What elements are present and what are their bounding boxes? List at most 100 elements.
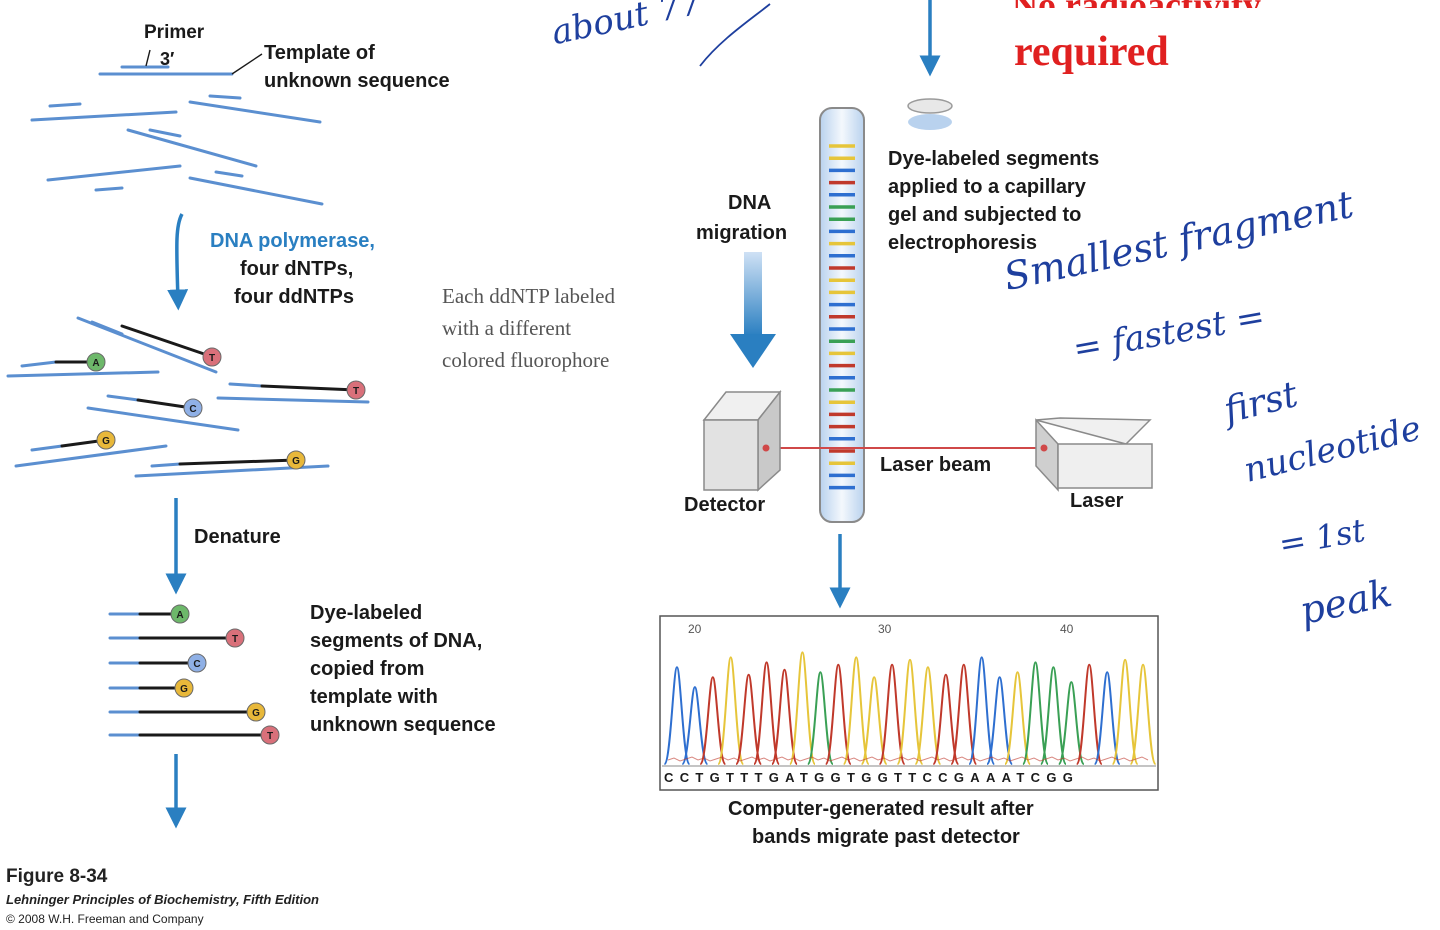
dye-g-circle — [96, 430, 116, 450]
dye-letter: A — [176, 610, 183, 621]
chromatogram-peak — [663, 666, 691, 765]
dye-t-circle — [225, 628, 245, 648]
laser-box — [1035, 417, 1153, 492]
dna-polymerase-label: DNA polymerase, — [210, 230, 375, 252]
capillary-tube — [819, 107, 865, 523]
chromatogram-peak — [770, 668, 799, 765]
base-call-sequence: CCTGTTTGATGGTGGTTCCGAAATCGG — [664, 770, 1080, 785]
capillary-note-line: Dye-labeled segments — [888, 148, 1100, 170]
dntps-label: four dNTPs, — [240, 258, 354, 280]
dye-letter: T — [209, 353, 215, 364]
primer-3prime-label: 3′ — [160, 49, 175, 69]
denature-label: Denature — [194, 526, 281, 548]
sample-droplet — [907, 98, 953, 130]
figure-copyright: © 2008 W.H. Freeman and Company — [6, 912, 204, 926]
chromatogram-peak — [735, 673, 763, 765]
capillary-note-line: gel and subjected to — [888, 204, 1082, 226]
chromatogram-peak — [1093, 671, 1121, 765]
capillary-note-line: applied to a capillary — [888, 176, 1086, 198]
result-line: unknown sequence — [310, 714, 496, 736]
chromatogram-peak — [1004, 671, 1032, 765]
dye-g-circle — [246, 702, 266, 722]
ddntps-label: four ddNTPs — [234, 286, 354, 308]
laser-beam-label: Laser beam — [880, 454, 992, 476]
result-line: segments of DNA, — [310, 630, 483, 652]
chromatogram-peak — [699, 676, 727, 765]
chromatogram-peak — [1057, 681, 1085, 765]
dye-letter: C — [193, 659, 200, 670]
ink-stroke — [699, 3, 771, 67]
chromatogram-peak — [914, 666, 942, 765]
dye-letter: G — [180, 684, 188, 695]
left-arrows — [165, 213, 189, 829]
detector-label: Detector — [684, 494, 766, 516]
dye-circles — [86, 347, 366, 745]
chromatogram-tick: 20 — [688, 622, 702, 636]
result-line: template with — [310, 686, 438, 708]
dye-letter: G — [252, 708, 260, 719]
chromatogram-peak — [681, 686, 709, 765]
chromatogram — [659, 615, 1159, 791]
primer-label: Primer — [144, 22, 205, 43]
dye-t-circle — [202, 347, 222, 367]
migration-arrow — [730, 252, 776, 368]
chromatogram-peak — [1039, 666, 1067, 765]
denatured-segments — [108, 612, 272, 737]
figure-book: Lehninger Principles of Biochemistry, Fi… — [6, 892, 319, 907]
chromatogram-peaks — [663, 651, 1157, 765]
dye-letter: C — [189, 404, 196, 415]
extended-strands — [6, 316, 370, 478]
capillary-note-line: electrophoresis — [888, 232, 1037, 254]
dye-a-circle — [86, 352, 106, 372]
primer-pointer — [145, 49, 151, 67]
chromatogram-peak — [717, 656, 745, 765]
dye-letter: G — [102, 436, 110, 447]
chromatogram-peak — [986, 676, 1014, 765]
dye-letter: T — [232, 634, 238, 645]
dye-c-circle — [183, 398, 203, 418]
capillary-bands — [829, 144, 855, 490]
result-line: copied from — [310, 658, 425, 680]
chromatogram-peak — [932, 673, 960, 765]
chromatogram-peak — [806, 671, 834, 765]
template-strands — [30, 65, 324, 206]
dye-t-circle — [346, 380, 366, 400]
chromatogram-peak — [1129, 663, 1157, 765]
detector-box — [702, 389, 782, 492]
template-label-line1: Template of — [264, 42, 375, 64]
chromatogram-peak — [1075, 663, 1103, 765]
result-line: Dye-labeled — [310, 602, 423, 624]
chromatogram-baseline — [667, 756, 1149, 762]
dye-letter: T — [353, 386, 359, 397]
chromatogram-peak — [896, 658, 924, 765]
dye-letter: G — [292, 456, 300, 467]
chromatogram-caption-line1: Computer-generated result after — [728, 798, 1034, 820]
figure-number: Figure 8-34 — [6, 866, 108, 887]
dye-c-circle — [187, 653, 207, 673]
dye-letter: A — [92, 358, 99, 369]
chromatogram-peak — [842, 656, 870, 765]
chromatogram-peak — [878, 663, 906, 765]
chromatogram-peak — [968, 656, 996, 765]
dye-g-circle — [286, 450, 306, 470]
chromatogram-peak — [950, 663, 978, 765]
chromatogram-peak — [860, 676, 888, 765]
chromatogram-caption-line2: bands migrate past detector — [752, 826, 1020, 848]
ddntp-note-line: with a different — [442, 316, 572, 340]
template-label-line2: unknown sequence — [264, 70, 450, 92]
ddntp-note-line: Each ddNTP labeled — [442, 284, 615, 308]
migration-label: migration — [696, 222, 788, 244]
dye-letter: T — [267, 731, 273, 742]
title-required: required — [1014, 29, 1169, 75]
ddntp-note-line: colored fluorophore — [442, 348, 610, 372]
title-partial: No radioactivity — [1012, 0, 1261, 8]
dye-a-circle — [170, 604, 190, 624]
laser-label: Laser — [1070, 490, 1124, 512]
dna-label: DNA — [728, 192, 772, 214]
dye-t-circle — [260, 725, 280, 745]
dye-g-circle — [174, 678, 194, 698]
chromatogram-peak — [788, 651, 816, 765]
chromatogram-tick: 30 — [878, 622, 892, 636]
